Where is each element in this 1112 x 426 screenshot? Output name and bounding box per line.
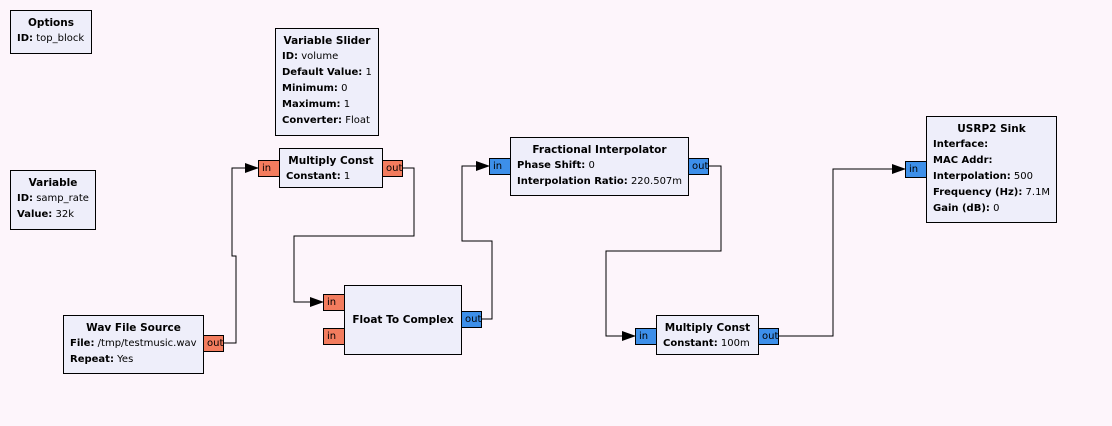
variable-block[interactable]: Variable ID: samp_rate Value: 32k [10, 170, 96, 230]
param-gain: Gain (dB): 0 [933, 203, 1000, 214]
block-title: Wav File Source [86, 322, 181, 334]
float-to-complex-in-port-2[interactable]: in [323, 328, 345, 345]
param-maximum: Maximum: 1 [282, 99, 351, 110]
fractional-interpolator-in-port[interactable]: in [489, 158, 511, 175]
block-title: Multiply Const [664, 322, 751, 334]
param-minimum: Minimum: 0 [282, 83, 348, 94]
usrp2-sink-block[interactable]: USRP2 Sink Interface: MAC Addr: Interpol… [926, 116, 1057, 223]
block-title: Options [28, 17, 74, 29]
param-repeat: Repeat: Yes [70, 354, 134, 365]
param-phase-shift: Phase Shift: 0 [517, 160, 595, 171]
block-title: Variable [28, 177, 78, 189]
variable-slider-block[interactable]: Variable Slider ID: volume Default Value… [275, 28, 379, 136]
fractional-interpolator-out-port[interactable]: out [688, 158, 709, 175]
usrp2-sink-in-port[interactable]: in [905, 161, 927, 178]
block-title: Multiply Const [288, 155, 374, 167]
block-title: USRP2 Sink [957, 123, 1026, 135]
param-constant: Constant: 1 [286, 171, 351, 182]
param-id: ID: volume [282, 51, 339, 62]
wire-multiply-const-1-to-float-to-complex[interactable] [293, 167, 415, 307]
param-file: File: /tmp/testmusic.wav [70, 338, 197, 349]
multiply-const-2-in-port[interactable]: in [635, 328, 657, 345]
wire-wav-source-to-multiply-const-1[interactable] [222, 163, 259, 344]
param-interpolation: Interpolation: 500 [933, 171, 1034, 182]
multiply-const-1-out-port[interactable]: out [382, 160, 403, 177]
multiply-const-2-block[interactable]: Multiply Const Constant: 100m [656, 315, 759, 355]
param-interface: Interface: [933, 139, 989, 150]
multiply-const-2-out-port[interactable]: out [758, 328, 779, 345]
param-default-value: Default Value: 1 [282, 67, 372, 78]
options-block[interactable]: Options ID: top_block [10, 10, 92, 54]
float-to-complex-in-port-1[interactable]: in [323, 294, 345, 311]
block-title: Variable Slider [283, 35, 371, 47]
wav-file-source-out-port[interactable]: out [203, 335, 224, 352]
param-value: Value: 32k [17, 209, 74, 220]
float-to-complex-block[interactable]: Float To Complex [344, 285, 462, 355]
param-mac-addr: MAC Addr: [933, 155, 993, 166]
param-id: ID: samp_rate [17, 193, 89, 204]
fractional-interpolator-block[interactable]: Fractional Interpolator Phase Shift: 0 I… [510, 137, 689, 196]
wire-float-to-complex-to-fractional-interpolator[interactable] [461, 161, 493, 320]
param-frequency: Frequency (Hz): 7.1M [933, 187, 1051, 198]
wire-multiply-const-2-to-usrp2-sink[interactable] [778, 164, 906, 337]
param-constant: Constant: 100m [663, 338, 750, 349]
float-to-complex-out-port[interactable]: out [461, 311, 482, 328]
multiply-const-1-block[interactable]: Multiply Const Constant: 1 [279, 148, 383, 188]
param-converter: Converter: Float [282, 115, 370, 126]
block-title: Fractional Interpolator [532, 144, 667, 156]
wire-fractional-interpolator-to-multiply-const-2[interactable] [605, 165, 722, 341]
block-title: Float To Complex [352, 314, 454, 326]
multiply-const-1-in-port[interactable]: in [258, 160, 280, 177]
param-interpolation-ratio: Interpolation Ratio: 220.507m [517, 176, 683, 187]
wav-file-source-block[interactable]: Wav File Source File: /tmp/testmusic.wav… [63, 315, 204, 374]
param-id: ID: top_block [17, 33, 85, 44]
